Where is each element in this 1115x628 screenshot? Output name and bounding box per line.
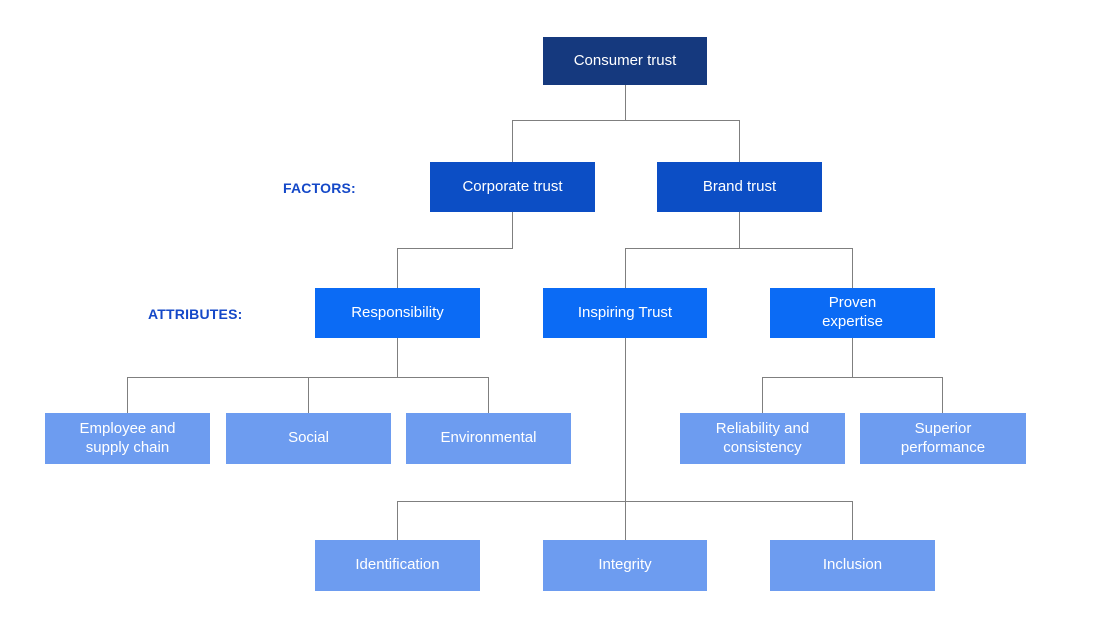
node-corporate-trust: Corporate trust xyxy=(430,162,595,212)
node-consumer-trust: Consumer trust xyxy=(543,37,707,85)
node-responsibility: Responsibility xyxy=(315,288,480,338)
connector-proven-to-children xyxy=(762,338,943,413)
connector-brand-to-attributes xyxy=(625,212,853,288)
factors-row-label: FACTORS: xyxy=(283,180,356,196)
connector-responsibility-to-children xyxy=(127,338,489,413)
node-social: Social xyxy=(226,413,391,464)
attributes-row-label: ATTRIBUTES: xyxy=(148,306,243,322)
node-proven-expertise: Proven expertise xyxy=(770,288,935,338)
node-reliability-consistency: Reliability and consistency xyxy=(680,413,845,464)
node-integrity: Integrity xyxy=(543,540,707,591)
node-identification: Identification xyxy=(315,540,480,591)
node-environmental: Environmental xyxy=(406,413,571,464)
connector-inspiring-to-children xyxy=(397,338,853,540)
node-superior-performance: Superior performance xyxy=(860,413,1026,464)
connector-corporate-to-responsibility xyxy=(397,212,513,288)
node-inspiring-trust: Inspiring Trust xyxy=(543,288,707,338)
node-brand-trust: Brand trust xyxy=(657,162,822,212)
node-employee-supply-chain: Employee and supply chain xyxy=(45,413,210,464)
connector-consumer-to-factors xyxy=(512,85,740,162)
node-inclusion: Inclusion xyxy=(770,540,935,591)
